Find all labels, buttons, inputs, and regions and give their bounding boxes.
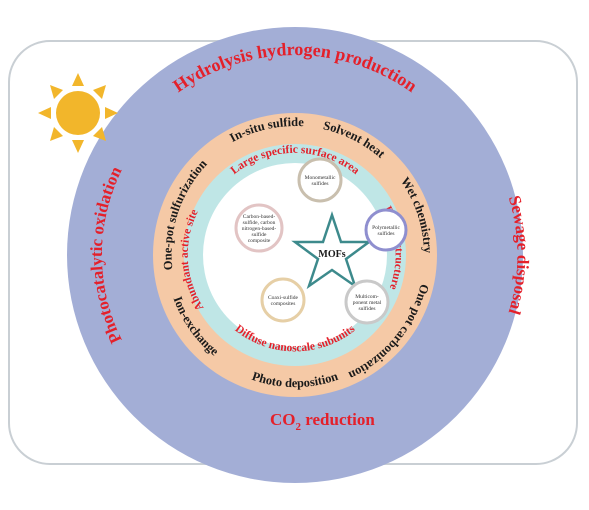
satellite-carbon-based-sulfide-composite-label: Carbon-based-: [243, 214, 276, 220]
satellite-monometallic-sulfides-label: Monometallic: [305, 175, 336, 181]
satellite-coaxi-sulfide-composites-label: composites: [271, 301, 296, 307]
satellite-monometallic-sulfides-circle: [297, 157, 343, 203]
label-photo-deposition: Photo deposition: [250, 369, 339, 390]
satellite-polymetallic-sulfides-label: Polymetallic: [372, 225, 400, 231]
satellite-carbon-based-sulfide-composite-label: nitrogen-based-: [242, 226, 277, 232]
star-icon: [291, 211, 373, 290]
satellite-carbon-based-sulfide-composite-label: sulfide, carbon: [243, 219, 276, 226]
satellite-carbon-based-sulfide-composite-label: sulfide: [252, 231, 268, 238]
label-co2-reduction: CO2 reduction: [270, 410, 375, 433]
satellite-multicomponent-metal-sulfides-label: Multicom-: [355, 294, 379, 300]
satellite-multicomponent-metal-sulfides-circle: [344, 279, 390, 325]
satellite-polymetallic-sulfides-circle: [364, 208, 408, 252]
satellite-polymetallic-sulfides-label: sulfides: [377, 230, 394, 237]
satellite-coaxi-sulfide-composites-circle: [260, 277, 306, 323]
svg-text:Photo deposition: Photo deposition: [250, 369, 339, 390]
satellite-carbon-based-sulfide-composite-circle: [234, 203, 284, 253]
satellite-monometallic-sulfides-label: sulfides: [311, 180, 328, 187]
satellite-coaxi-sulfide-composites-label: Coaxi-sulfide: [268, 294, 298, 301]
satellite-multicomponent-metal-sulfides-label: sulfides: [358, 305, 375, 312]
satellite-multicomponent-metal-sulfides-label: ponent metal: [353, 300, 382, 306]
center-label: MOFs: [318, 249, 345, 260]
satellite-carbon-based-sulfide-composite-label: composite: [248, 238, 271, 244]
sun-icon: [38, 73, 118, 153]
satellite-group: MonometallicsulfidesPolymetallicsulfides…: [234, 157, 408, 325]
